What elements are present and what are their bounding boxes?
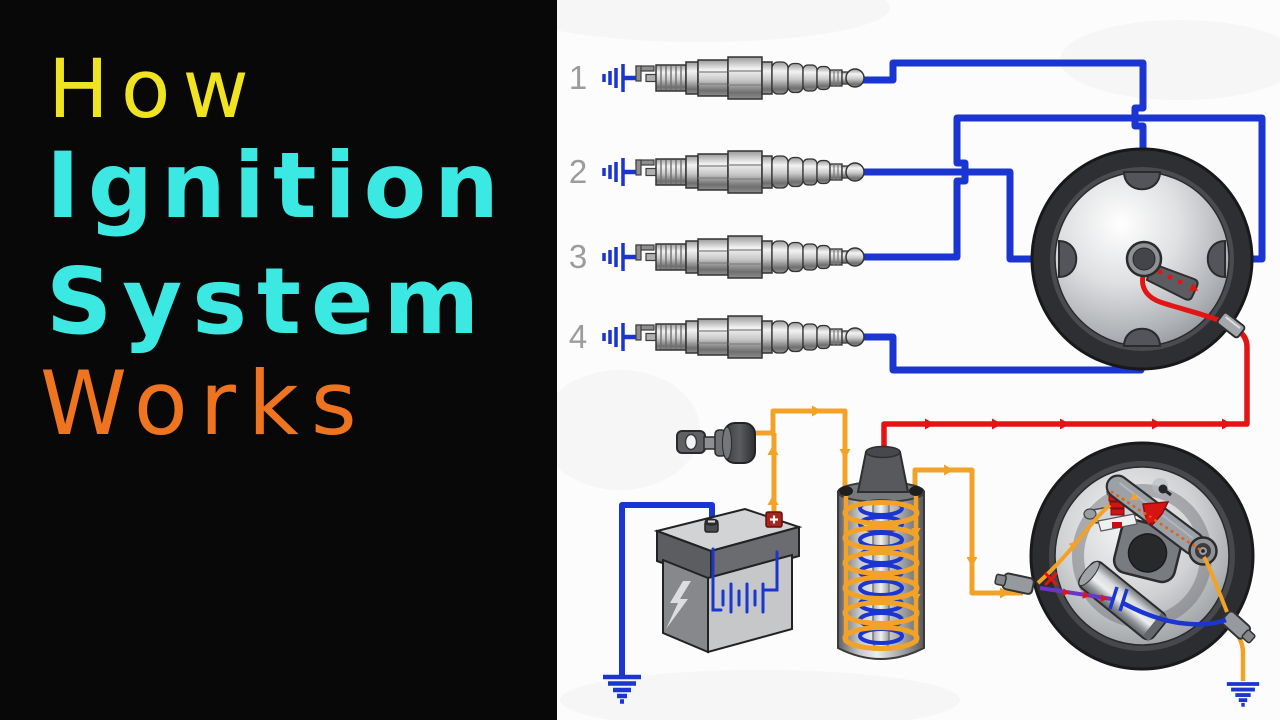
ignition-switch [676, 422, 756, 464]
title-line-works: Works [40, 352, 369, 455]
coil-terminal-right [909, 486, 923, 496]
battery-lid-right [710, 525, 800, 583]
wire-terminal-to-points [1036, 503, 1112, 585]
distributor-terminal-right [1220, 610, 1256, 644]
cap-terminal-right [1206, 239, 1226, 279]
points-lower-contact [1112, 522, 1122, 528]
ignition-coil [837, 445, 925, 660]
lightning-bolt-icon [666, 581, 691, 629]
cap-terminal-top [1122, 171, 1162, 191]
coil-terminal-left [839, 486, 853, 496]
cylinder-number-labels: 1 2 3 4 [569, 59, 587, 355]
title-line-ignition: Ignition [46, 134, 507, 239]
arm-clip-stem [1162, 487, 1172, 497]
rotor-output-wire [1140, 265, 1227, 326]
battery [653, 507, 803, 654]
title-panel: How Ignition System Works [0, 0, 557, 720]
condenser-return-wire [1121, 601, 1227, 627]
battery-cell-symbol [711, 547, 779, 614]
junction-x-mark [1043, 571, 1059, 587]
battery-front [707, 553, 793, 654]
rotor-hub-center [1132, 247, 1156, 271]
cap-ht-terminal [1216, 311, 1246, 339]
switch-barrel-rim [722, 426, 732, 460]
rotor-direction-arrow [1157, 269, 1201, 295]
wire-plug3-to-cap-right [860, 114, 1266, 263]
cylinder-4-label: 4 [569, 318, 587, 355]
distributor-terminal-left [994, 572, 1035, 595]
battery-negative-terminal [704, 518, 719, 533]
cap-terminal-left [1058, 239, 1078, 279]
background-shading [557, 0, 1280, 720]
cap-terminals [1058, 171, 1226, 347]
cylinder-1-label: 1 [569, 59, 587, 96]
battery-positive-terminal [765, 511, 783, 528]
cylinder-3-label: 3 [569, 238, 587, 275]
points-pivot [1188, 536, 1218, 566]
distributor-cap [1030, 147, 1254, 371]
coil-tower-top [865, 445, 901, 459]
wire-plug1-to-cap-top [860, 59, 1147, 181]
current-path-dotted [1110, 490, 1201, 551]
distributor-breaker-assembly [994, 441, 1256, 671]
condenser-lead-wire [1039, 586, 1113, 601]
wire-coil-to-points [912, 467, 1023, 596]
points-post [1083, 508, 1097, 520]
title-line-how: How [48, 43, 261, 137]
title-line-system: System [46, 248, 490, 355]
cylinder-2-label: 2 [569, 153, 587, 190]
ignition-diagram: 1 2 3 4 [557, 0, 1280, 720]
cap-terminal-bottom [1122, 327, 1162, 347]
wire-pivot-to-terminal [1202, 556, 1229, 613]
capacitor-symbol [1108, 586, 1129, 612]
key-hole [684, 433, 698, 451]
